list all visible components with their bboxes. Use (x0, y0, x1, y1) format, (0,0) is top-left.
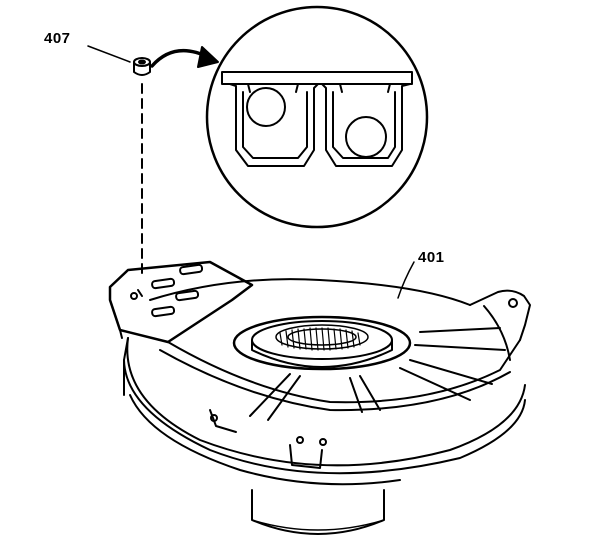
check-ball-part (133, 57, 151, 76)
leader-line-401 (397, 261, 415, 299)
pump-body (108, 260, 531, 535)
ball-lower-position (345, 116, 387, 158)
callout-401: 401 (418, 249, 445, 266)
leader-line-407 (87, 45, 131, 63)
detail-view-circle (205, 5, 429, 229)
detail-arrow (150, 46, 219, 68)
ball-upper-position (246, 87, 286, 127)
callout-407: 407 (44, 30, 71, 47)
